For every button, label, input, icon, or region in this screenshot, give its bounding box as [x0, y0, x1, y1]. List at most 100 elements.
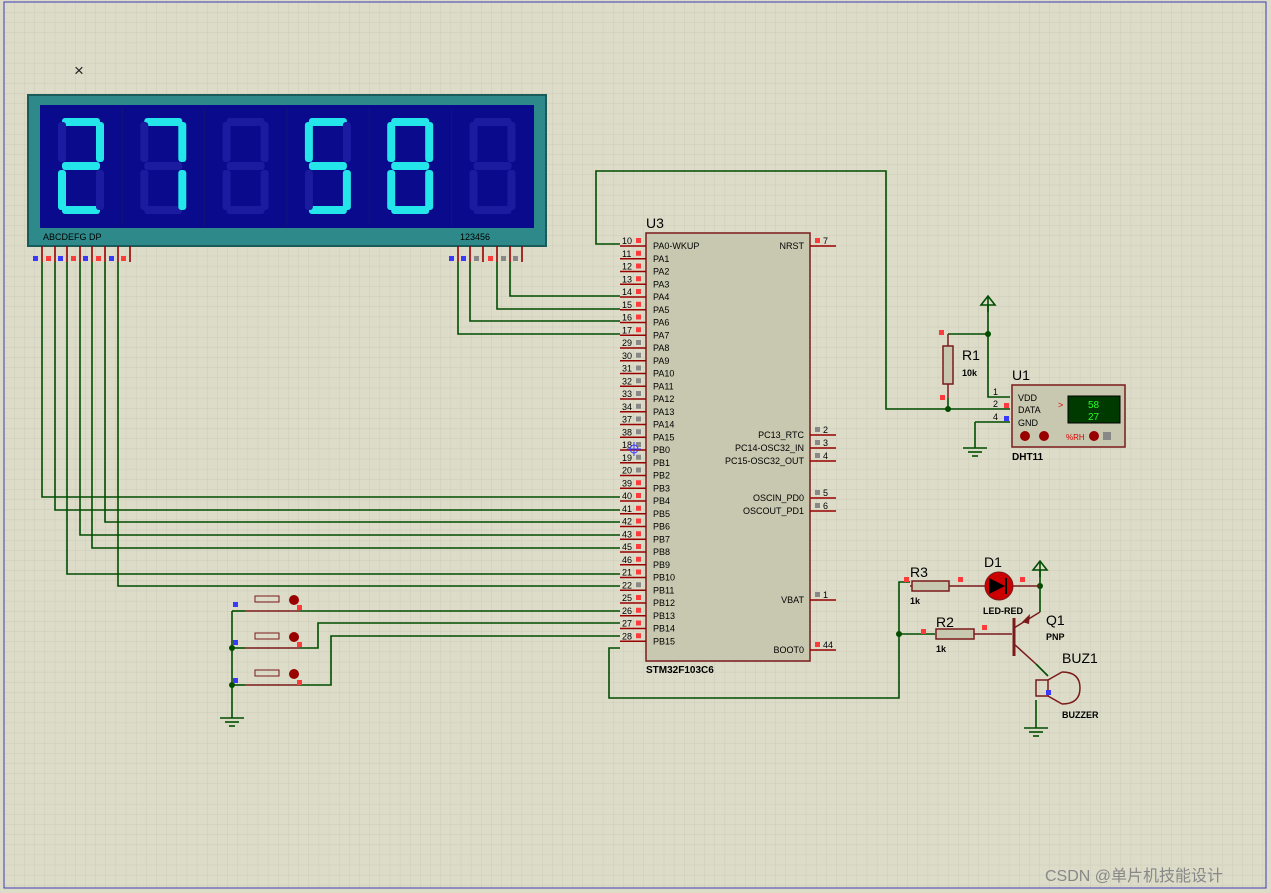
pin-name: PA1 [653, 254, 669, 264]
close-icon[interactable]: × [74, 61, 84, 80]
pin-marker [636, 493, 641, 498]
display-pins [33, 246, 523, 262]
seven-segment-display[interactable]: ABCDEFG DP 123456 [27, 94, 547, 247]
segment-a [308, 118, 347, 126]
pin-marker [636, 595, 641, 600]
segment-f [140, 122, 149, 162]
dht-rh-up-icon[interactable] [1089, 431, 1099, 441]
segment-c [342, 170, 351, 210]
pin-marker [636, 301, 641, 307]
pin-name: BOOT0 [773, 645, 804, 655]
pin-name: PB14 [653, 624, 675, 634]
crosshair-icon [627, 442, 641, 456]
pin-number: 26 [622, 606, 632, 616]
push-button-2[interactable] [233, 632, 302, 649]
pin-number: 33 [622, 389, 632, 399]
pin-number: 16 [622, 313, 632, 323]
digit-4 [304, 118, 351, 214]
segment-e [387, 170, 396, 210]
segment-b [425, 122, 434, 162]
pin-marker [636, 556, 641, 562]
transistor-q1[interactable]: Q1 PNP [1012, 611, 1065, 665]
pin-number: 2 [823, 425, 828, 435]
segment-e [58, 170, 66, 210]
pin-name: VBAT [781, 595, 804, 605]
pin-name: PA13 [653, 407, 674, 417]
pin-name: PA2 [653, 267, 669, 277]
pin-name: OSCOUT_PD1 [743, 506, 804, 516]
pin-name: PB11 [653, 585, 674, 595]
d1-ref: D1 [984, 554, 1002, 570]
pin-marker [636, 378, 641, 384]
resistor-r2[interactable]: R2 1k [921, 614, 1012, 654]
segment-g [391, 162, 430, 170]
dht-up-icon[interactable] [1039, 431, 1049, 441]
dht-humidity: 58 [1088, 400, 1100, 411]
pin-name: PB4 [653, 496, 670, 506]
push-button-1[interactable] [233, 595, 302, 612]
pin-number: 21 [622, 568, 632, 578]
resistor-r3[interactable]: R3 1k [904, 564, 985, 606]
pin-marker [636, 365, 641, 371]
pin-marker [636, 620, 641, 626]
pin-name: PB9 [653, 560, 670, 570]
push-button-3[interactable] [233, 669, 302, 686]
dht-down-icon[interactable] [1020, 431, 1030, 441]
segment-e [469, 170, 478, 210]
digit-1 [58, 118, 104, 214]
buzzer-buz1[interactable]: BUZ1 BUZZER [1035, 650, 1099, 720]
pin-number: 12 [622, 262, 632, 272]
pin-number: 14 [622, 287, 632, 297]
resistor-r1[interactable]: R1 10k [939, 330, 980, 400]
dht-pin-data: DATA [1018, 405, 1041, 415]
led-d1[interactable]: D1 LED-RED [983, 554, 1040, 616]
segment-f [58, 122, 66, 162]
pin-number: 46 [622, 555, 632, 565]
dht11-sensor[interactable]: U1 VDD DATA GND 1 2 4 58 27 > %RH DHT11 [993, 367, 1126, 463]
pin-number: 38 [622, 427, 632, 437]
buz-part: BUZZER [1062, 710, 1099, 720]
